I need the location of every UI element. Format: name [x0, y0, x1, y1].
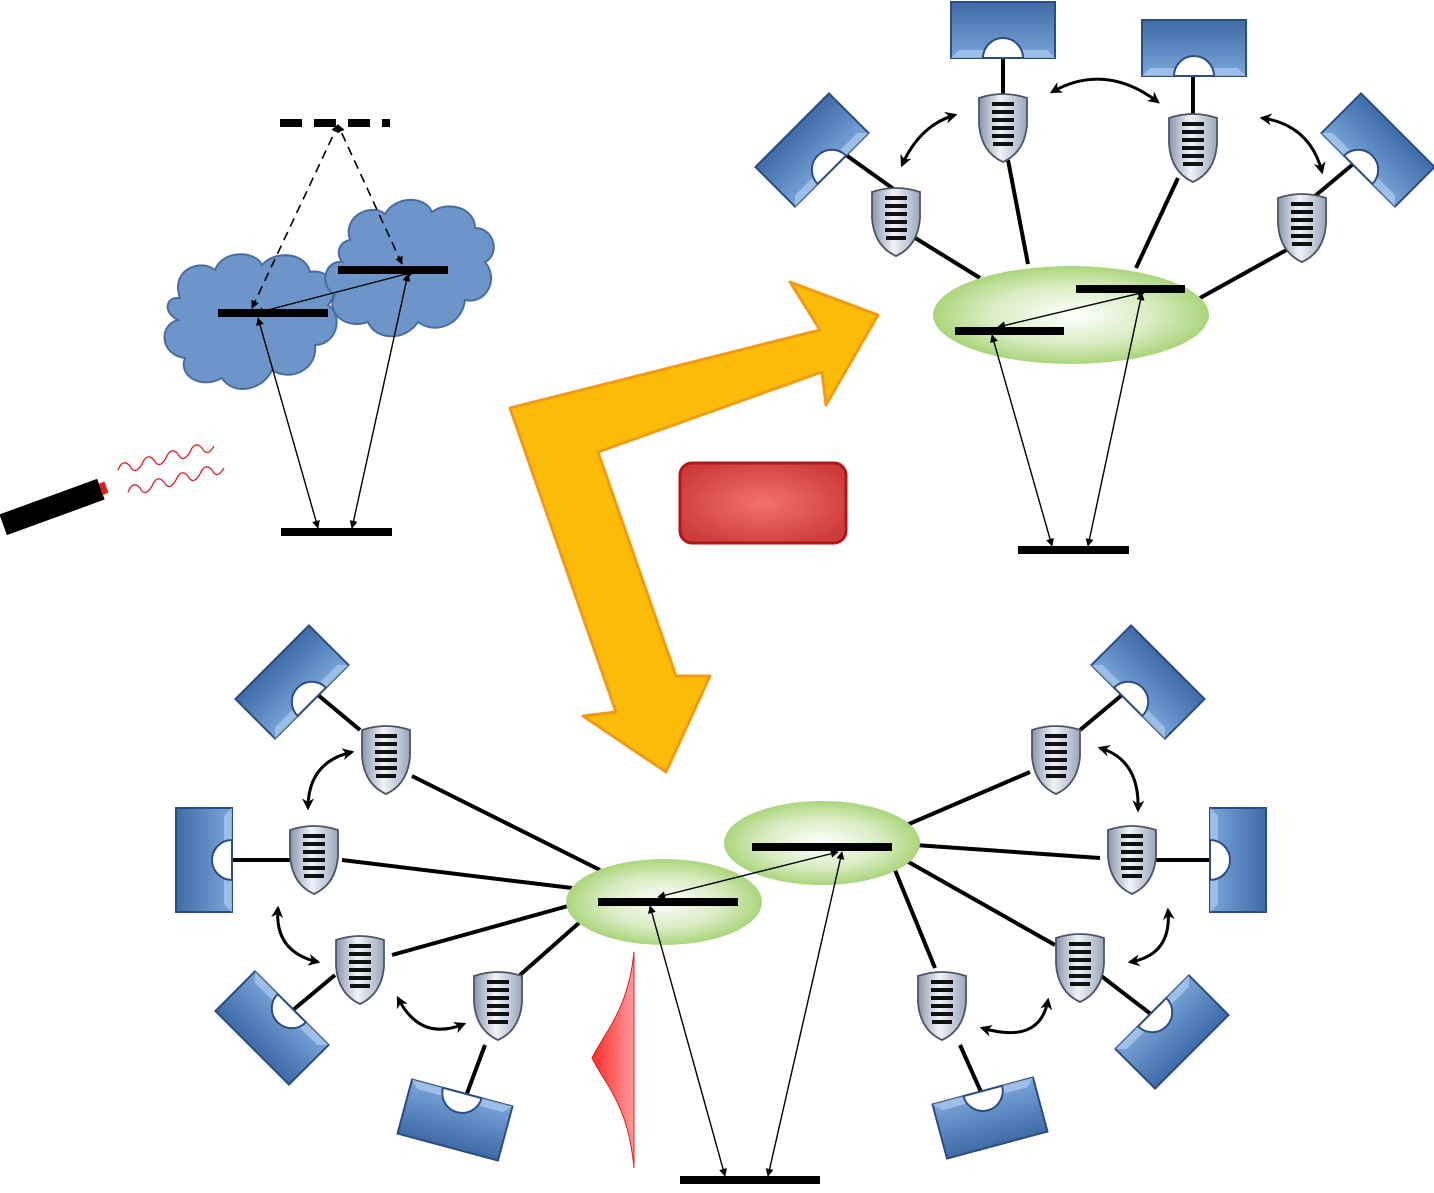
- harmonic-oscillator-icon: [361, 725, 411, 795]
- mode-coupling-arrows: [900, 77, 1326, 175]
- panel-uncoupled-emitters: [0, 119, 495, 536]
- cavity-mirror-icon: [1320, 92, 1434, 208]
- laser-pointer-icon: [0, 478, 109, 536]
- cloud-left: [163, 253, 338, 390]
- shared-bath-ellipse: [933, 266, 1209, 364]
- harmonic-oscillator-icon: [917, 971, 967, 1041]
- harmonic-oscillator-icon: [978, 93, 1028, 163]
- cavity-mirror-icon: [754, 92, 870, 208]
- transition-arrow-left: [648, 905, 727, 1177]
- right-bath-links: [893, 678, 1225, 1113]
- gaussian-pulse-icon: [591, 951, 635, 1169]
- bath-links: [823, 45, 1372, 300]
- condition-box: [678, 461, 848, 545]
- harmonic-oscillator-icon: [335, 935, 385, 1005]
- transition-arrow-right: [765, 851, 845, 1177]
- process-arrow: [508, 280, 880, 774]
- right-mode-coupling-arrows: [979, 745, 1175, 1037]
- cavity-mirror-icon: [950, 1, 1056, 59]
- cavity-mirror-icon: [1209, 807, 1267, 913]
- cavity-mirror-icon: [931, 1076, 1049, 1160]
- cavity-mirror-icon: [234, 624, 350, 740]
- left-mode-coupling-arrows: [271, 748, 467, 1034]
- harmonic-oscillator-icon: [1055, 933, 1105, 1003]
- transition-arrow-left: [990, 334, 1054, 547]
- harmonic-oscillator-icon: [1031, 725, 1081, 795]
- harmonic-oscillator-icon: [289, 825, 339, 895]
- transition-arrow-right: [1085, 292, 1145, 547]
- cavity-mirror-icon: [1090, 624, 1206, 740]
- harmonic-oscillator-icon: [1107, 825, 1157, 895]
- panel-single-bath: [754, 1, 1434, 554]
- cavity-mirror-icon: [1114, 974, 1230, 1090]
- wavy-photon-icon: [117, 444, 225, 494]
- transition-arrow-left: [256, 317, 320, 529]
- transition-arrow-right: [349, 273, 411, 529]
- dashed-arrow-right: [337, 124, 403, 265]
- cavity-mirror-icon: [1141, 19, 1247, 77]
- cavity-mirror-icon: [214, 970, 330, 1086]
- harmonic-oscillator-icon: [871, 187, 921, 257]
- harmonic-oscillator-icon: [473, 971, 523, 1041]
- panel-separate-baths: [175, 624, 1267, 1184]
- cavity-mirror-icon: [175, 807, 233, 913]
- harmonic-oscillator-icon: [1168, 113, 1218, 183]
- cavity-mirror-icon: [396, 1078, 514, 1162]
